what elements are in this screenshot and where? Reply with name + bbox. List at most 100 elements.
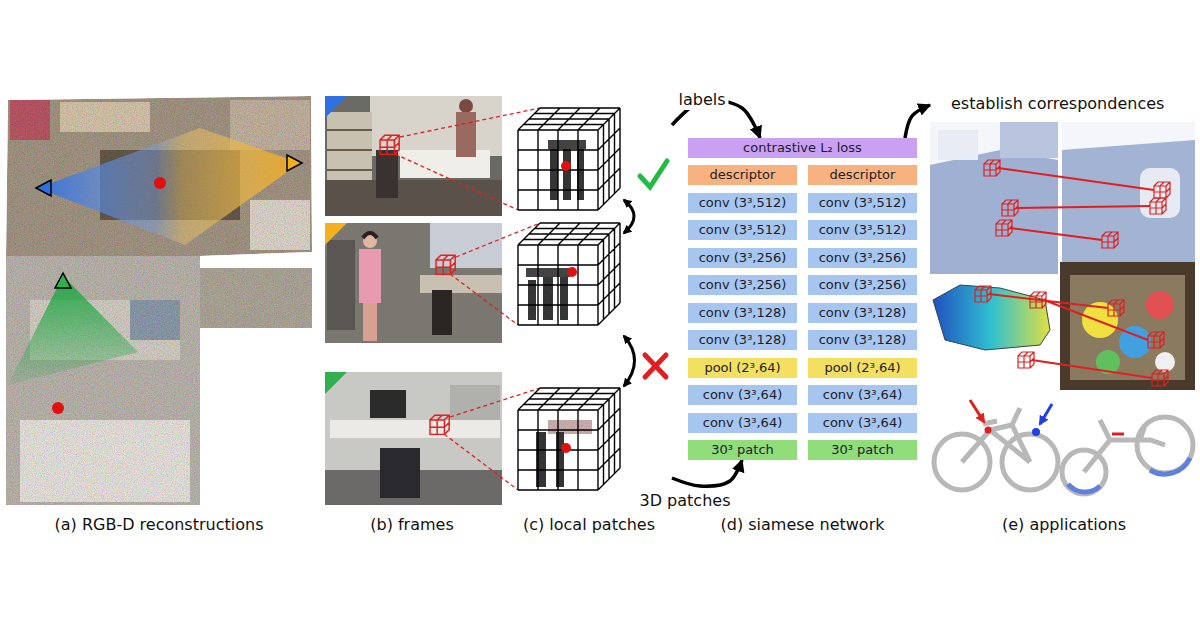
panel-caption: (a) RGB-D reconstructions xyxy=(55,515,264,535)
voxel-patch xyxy=(518,388,620,490)
rgbd-frame xyxy=(363,303,377,341)
application-view xyxy=(934,408,1193,494)
panel-caption: (c) local patches xyxy=(523,515,655,535)
layer-box: conv (3³,512) xyxy=(688,220,797,240)
reconstruction-map xyxy=(6,96,312,505)
layer-box: conv (3³,128) xyxy=(688,330,797,350)
reconstruction-map xyxy=(52,402,64,414)
arrow-label: labels xyxy=(675,90,728,110)
rgbd-frame xyxy=(325,372,502,505)
application-view xyxy=(970,400,984,422)
voxel-patch xyxy=(543,276,553,320)
voxel-patch xyxy=(560,272,568,320)
layer-label: contrastive L₂ loss xyxy=(743,140,862,156)
application-view xyxy=(962,408,1030,462)
voxel-patch xyxy=(526,268,570,277)
layer-box: conv (3³,128) xyxy=(688,303,797,323)
application-view xyxy=(1084,420,1165,472)
application-view xyxy=(938,130,978,160)
application-view xyxy=(1112,433,1124,436)
rgbd-frame xyxy=(430,415,449,434)
layer-label: conv (3³,512) xyxy=(699,195,787,211)
application-view xyxy=(930,122,1195,494)
layer-label: conv (3³,128) xyxy=(819,305,907,321)
match-symbol xyxy=(624,161,667,386)
layer-box: conv (3³,512) xyxy=(688,193,797,213)
application-view xyxy=(985,427,992,434)
reconstruction-map xyxy=(10,100,50,140)
rgbd-frame xyxy=(325,223,502,343)
rgbd-frame xyxy=(430,223,502,268)
rgbd-frame xyxy=(325,96,502,216)
rgbd-frame xyxy=(325,96,502,505)
match-symbol xyxy=(640,161,667,187)
voxel-patch xyxy=(567,267,577,277)
layer-box: conv (3³,256) xyxy=(808,275,917,295)
reconstruction-map xyxy=(130,300,180,340)
voxel-patch xyxy=(556,432,564,487)
rgbd-frame xyxy=(325,96,347,118)
correspondence-line xyxy=(975,286,991,302)
correspondence-line xyxy=(984,160,1000,176)
layer-label: conv (3³,64) xyxy=(823,387,902,403)
reconstruction-map xyxy=(8,276,138,385)
layer-box: conv (3³,128) xyxy=(808,303,917,323)
rgbd-frame xyxy=(370,96,502,156)
voxel-patch xyxy=(548,140,586,149)
flow-arrow xyxy=(672,460,742,486)
layer-box: descriptor xyxy=(688,165,797,185)
layer-label: conv (3³,128) xyxy=(699,305,787,321)
layer-box: conv (3³,512) xyxy=(808,193,917,213)
layer-label: conv (3³,64) xyxy=(703,387,782,403)
voxel-patch xyxy=(518,108,620,490)
match-symbol xyxy=(624,200,634,233)
voxel-patch xyxy=(526,140,592,487)
layer-box: pool (2³,64) xyxy=(688,358,797,378)
correspondence-line xyxy=(1002,200,1018,216)
voxel-patch xyxy=(518,108,620,210)
layer-box: 30³ patch xyxy=(688,440,797,460)
reconstruction-map xyxy=(36,180,51,196)
layer-label: conv (3³,256) xyxy=(819,277,907,293)
application-view xyxy=(1146,291,1174,319)
correspondence-line xyxy=(1018,352,1034,368)
correspondence-line xyxy=(989,168,1154,378)
application-view xyxy=(930,150,1058,274)
layer-label: 30³ patch xyxy=(711,442,774,458)
application-view xyxy=(1060,262,1195,390)
rgbd-frame xyxy=(325,223,347,245)
correspondence-line xyxy=(975,160,1170,386)
rgbd-frame xyxy=(400,150,490,178)
rgbd-frame xyxy=(327,240,355,330)
layer-box: conv (3³,256) xyxy=(688,248,797,268)
reconstruction-map xyxy=(154,177,166,189)
layer-box: conv (3³,64) xyxy=(688,413,797,433)
rgbd-frame xyxy=(432,290,452,335)
rgbd-frame xyxy=(363,233,377,238)
rgbd-frame xyxy=(436,255,455,274)
reconstruction-map xyxy=(250,200,310,250)
rgbd-frame xyxy=(380,135,399,154)
layer-box: conv (3³,64) xyxy=(808,385,917,405)
figure-panel: (c) local patches xyxy=(506,92,672,535)
layer-label: descriptor xyxy=(710,167,776,183)
voxel-patch xyxy=(561,161,571,171)
layer-box: descriptor xyxy=(808,165,917,185)
reconstruction-map xyxy=(38,128,300,245)
application-view xyxy=(1000,122,1058,158)
reconstruction-map xyxy=(60,102,150,132)
application-view xyxy=(1068,484,1100,492)
application-view xyxy=(1040,404,1052,424)
rgbd-frame xyxy=(376,150,398,198)
rgbd-frame xyxy=(456,112,476,157)
layer-box: 30³ patch xyxy=(808,440,917,460)
figure-panel: (a) RGB-D reconstructions xyxy=(3,92,315,535)
correspondence-line xyxy=(1150,198,1166,214)
rgbd-frame xyxy=(330,420,500,438)
layer-label: 30³ patch xyxy=(831,442,894,458)
arrow-label: 3D patches xyxy=(637,491,734,511)
layer-box: conv (3³,128) xyxy=(808,330,917,350)
rgbd-frame xyxy=(459,99,473,113)
